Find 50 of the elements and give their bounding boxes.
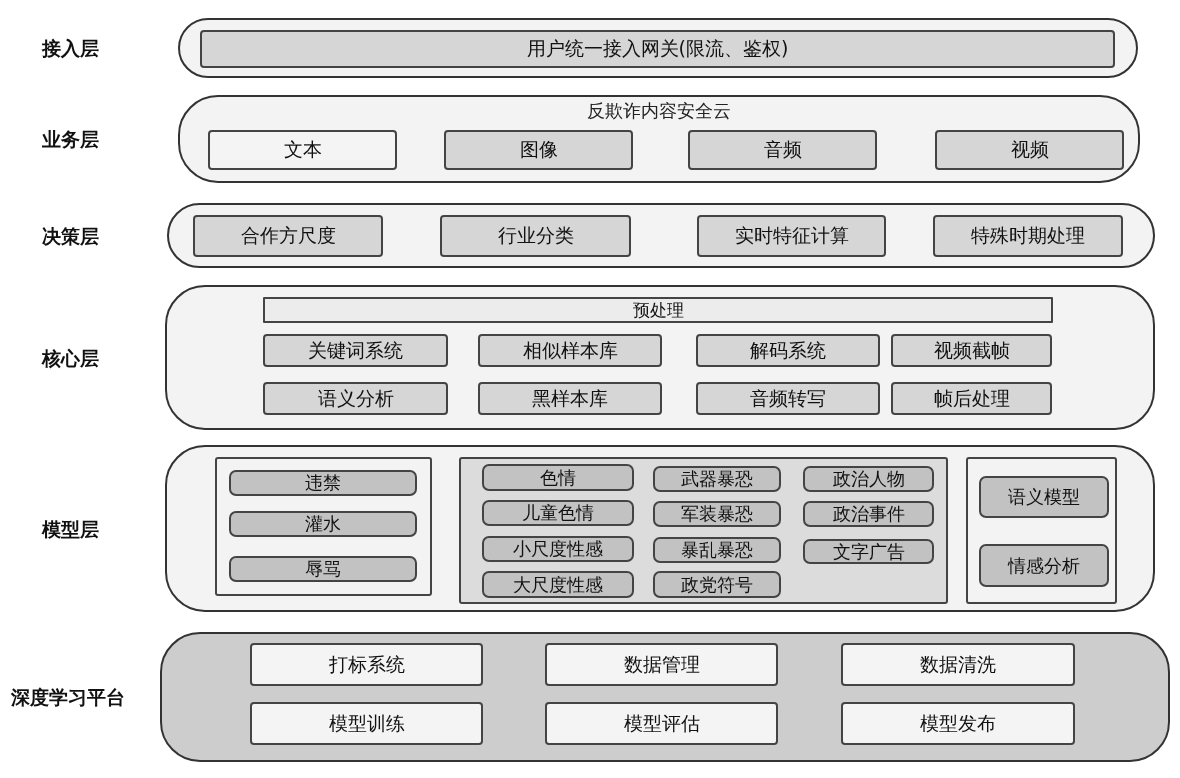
module-box: 预处理 [263,297,1053,323]
module-box: 色情 [482,464,634,491]
module-box: 音频转写 [696,382,880,415]
layer-label: 核心层 [40,345,100,371]
module-box: 文字广告 [803,539,934,564]
module-box: 数据清洗 [841,643,1075,686]
layer-label: 深度学习平台 [10,685,126,710]
layer-label: 模型层 [40,516,100,542]
module-box: 小尺度性感 [482,536,634,562]
module-box: 政治人物 [803,466,934,492]
layer-label: 接入层 [40,36,100,61]
module-box: 政治事件 [803,501,934,527]
module-box: 军装暴恐 [653,501,781,527]
module-box: 模型训练 [250,702,483,745]
module-box: 文本 [208,130,397,170]
module-box: 用户统一接入网关(限流、鉴权) [200,30,1115,68]
layer-label: 业务层 [40,127,100,152]
module-box: 武器暴恐 [653,466,781,492]
module-box: 违禁 [229,470,417,496]
module-box: 合作方尺度 [193,215,383,257]
module-box: 模型发布 [841,702,1075,745]
module-box: 音频 [688,130,877,170]
layer-title: 反欺诈内容安全云 [586,99,732,123]
group-panel [215,457,432,596]
module-box: 图像 [444,130,633,170]
module-box: 数据管理 [545,643,778,686]
module-box: 语义分析 [263,382,448,415]
module-box: 解码系统 [696,334,880,367]
module-box: 情感分析 [979,544,1109,587]
layer-label: 决策层 [40,223,100,249]
module-box: 打标系统 [250,643,483,686]
module-box: 视频 [935,130,1124,170]
module-box: 相似样本库 [478,334,662,367]
module-box: 语义模型 [979,476,1109,518]
module-box: 实时特征计算 [697,215,886,257]
module-box: 暴乱暴恐 [653,537,781,563]
module-box: 关键词系统 [263,334,448,367]
group-panel [459,457,948,604]
module-box: 行业分类 [440,215,631,257]
module-box: 政党符号 [653,571,781,598]
module-box: 帧后处理 [891,382,1052,415]
module-box: 儿童色情 [482,500,634,526]
module-box: 视频截帧 [891,334,1052,367]
module-box: 黑样本库 [478,382,662,415]
module-box: 模型评估 [545,702,778,745]
module-box: 灌水 [229,511,417,537]
module-box: 辱骂 [229,556,417,582]
module-box: 大尺度性感 [482,571,634,598]
module-box: 特殊时期处理 [933,215,1123,257]
group-panel [966,457,1117,604]
